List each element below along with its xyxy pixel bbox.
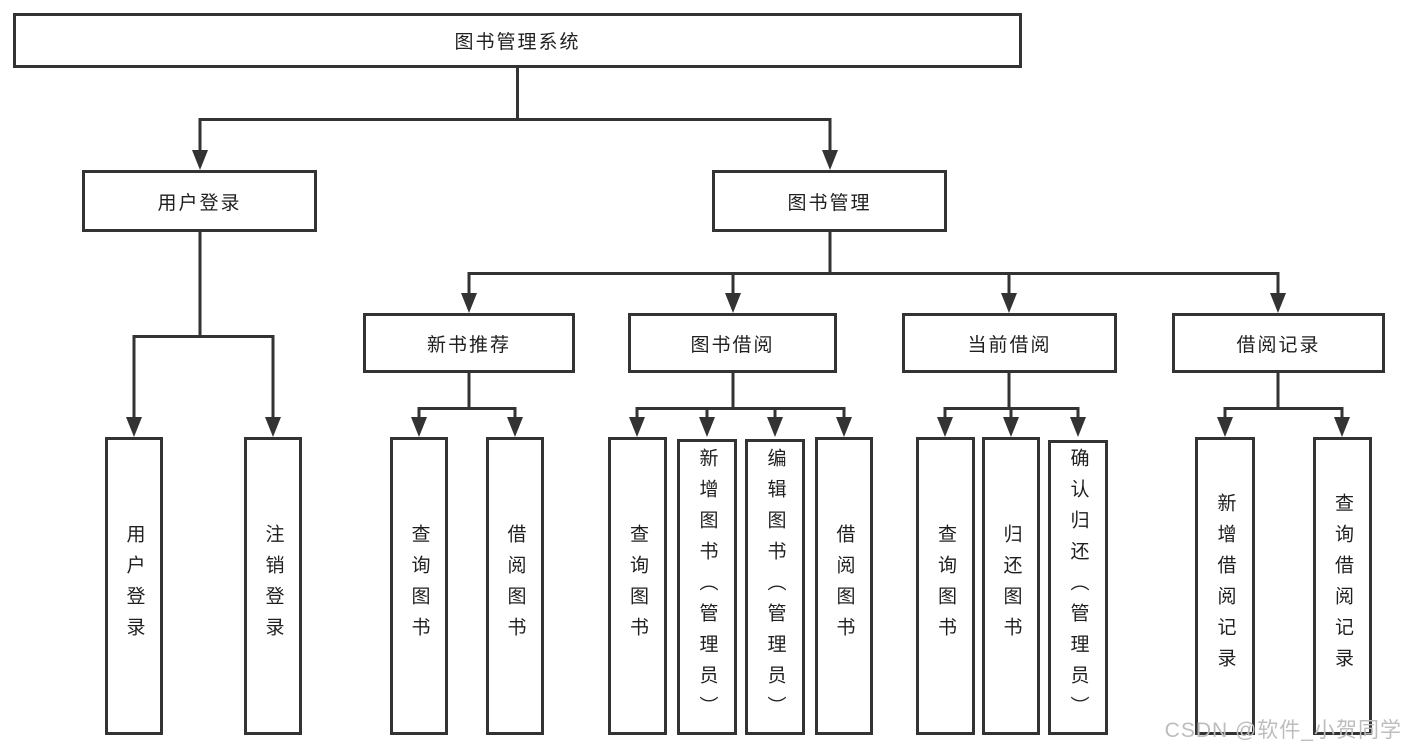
leaf-query-book-borrow: 查询图书 (608, 437, 667, 735)
leaf-query-book-current-label: 查询图书 (935, 524, 956, 648)
leaf-query-book-borrow-label: 查询图书 (627, 524, 648, 648)
leaf-borrow-book-label: 借阅图书 (833, 524, 855, 648)
node-book-borrow: 图书借阅 (628, 313, 837, 373)
leaf-return-book-label: 归还图书 (1000, 524, 1022, 648)
leaf-borrow-book-recommend: 借阅图书 (486, 437, 544, 735)
watermark: CSDN @软件_小贺同学 (1164, 719, 1402, 742)
leaf-user-login: 用户登录 (105, 437, 163, 735)
leaf-confirm-return-admin-label: 确认归还（管理员） (1067, 448, 1089, 727)
node-new-book-recommend: 新书推荐 (363, 313, 575, 373)
leaf-logout-login-label: 注销登录 (262, 524, 284, 648)
node-root-label: 图书管理系统 (454, 32, 581, 53)
leaf-add-borrow-record-label: 新增借阅记录 (1214, 493, 1236, 679)
node-book-management: 图书管理 (712, 170, 947, 232)
node-book-borrow-label: 图书借阅 (690, 334, 775, 356)
node-user-login: 用户登录 (82, 170, 317, 232)
node-current-borrow: 当前借阅 (902, 313, 1117, 373)
leaf-borrow-book-recommend-label: 借阅图书 (504, 524, 526, 648)
leaf-query-borrow-record: 查询借阅记录 (1313, 437, 1372, 735)
leaf-query-borrow-record-label: 查询借阅记录 (1332, 493, 1353, 679)
connector-book-borrow-drops (635, 407, 846, 421)
leaf-borrow-book: 借阅图书 (815, 437, 873, 735)
node-book-management-label: 图书管理 (787, 192, 872, 214)
node-new-book-recommend-label: 新书推荐 (426, 334, 511, 356)
leaf-query-book-recommend-label: 查询图书 (408, 524, 430, 648)
node-root: 图书管理系统 (13, 13, 1022, 68)
connector-user-login-drops (132, 335, 275, 419)
connector-book-borrow (637, 373, 844, 410)
leaf-user-login-label: 用户登录 (123, 524, 145, 648)
leaf-edit-book-admin-label: 编辑图书（管理员） (764, 447, 786, 727)
connector-root (200, 68, 830, 121)
leaf-edit-book-admin: 编辑图书（管理员） (745, 439, 805, 735)
leaf-query-book-recommend: 查询图书 (390, 437, 448, 735)
connector-user-login (134, 232, 273, 338)
leaf-add-book-admin: 新增图书（管理员） (677, 439, 737, 735)
connector-borrow-record (1225, 373, 1342, 410)
leaf-confirm-return-admin: 确认归还（管理员） (1048, 440, 1108, 735)
arrowheads (126, 150, 1350, 437)
leaf-query-book-current: 查询图书 (916, 437, 975, 735)
connector-new-book-recommend (419, 373, 515, 410)
leaf-add-book-admin-label: 新增图书（管理员） (696, 447, 718, 727)
connector-book-management-drops (467, 272, 1280, 297)
leaf-add-borrow-record: 新增借阅记录 (1195, 437, 1255, 735)
node-current-borrow-label: 当前借阅 (967, 334, 1052, 356)
node-borrow-record-label: 借阅记录 (1236, 334, 1321, 356)
connector-current-borrow (945, 373, 1078, 410)
connector-root-drops (198, 118, 832, 152)
connector-book-management (469, 232, 1278, 275)
leaf-return-book: 归还图书 (982, 437, 1040, 735)
node-user-login-label: 用户登录 (157, 192, 242, 214)
leaf-logout-login: 注销登录 (244, 437, 302, 735)
node-borrow-record: 借阅记录 (1172, 313, 1385, 373)
